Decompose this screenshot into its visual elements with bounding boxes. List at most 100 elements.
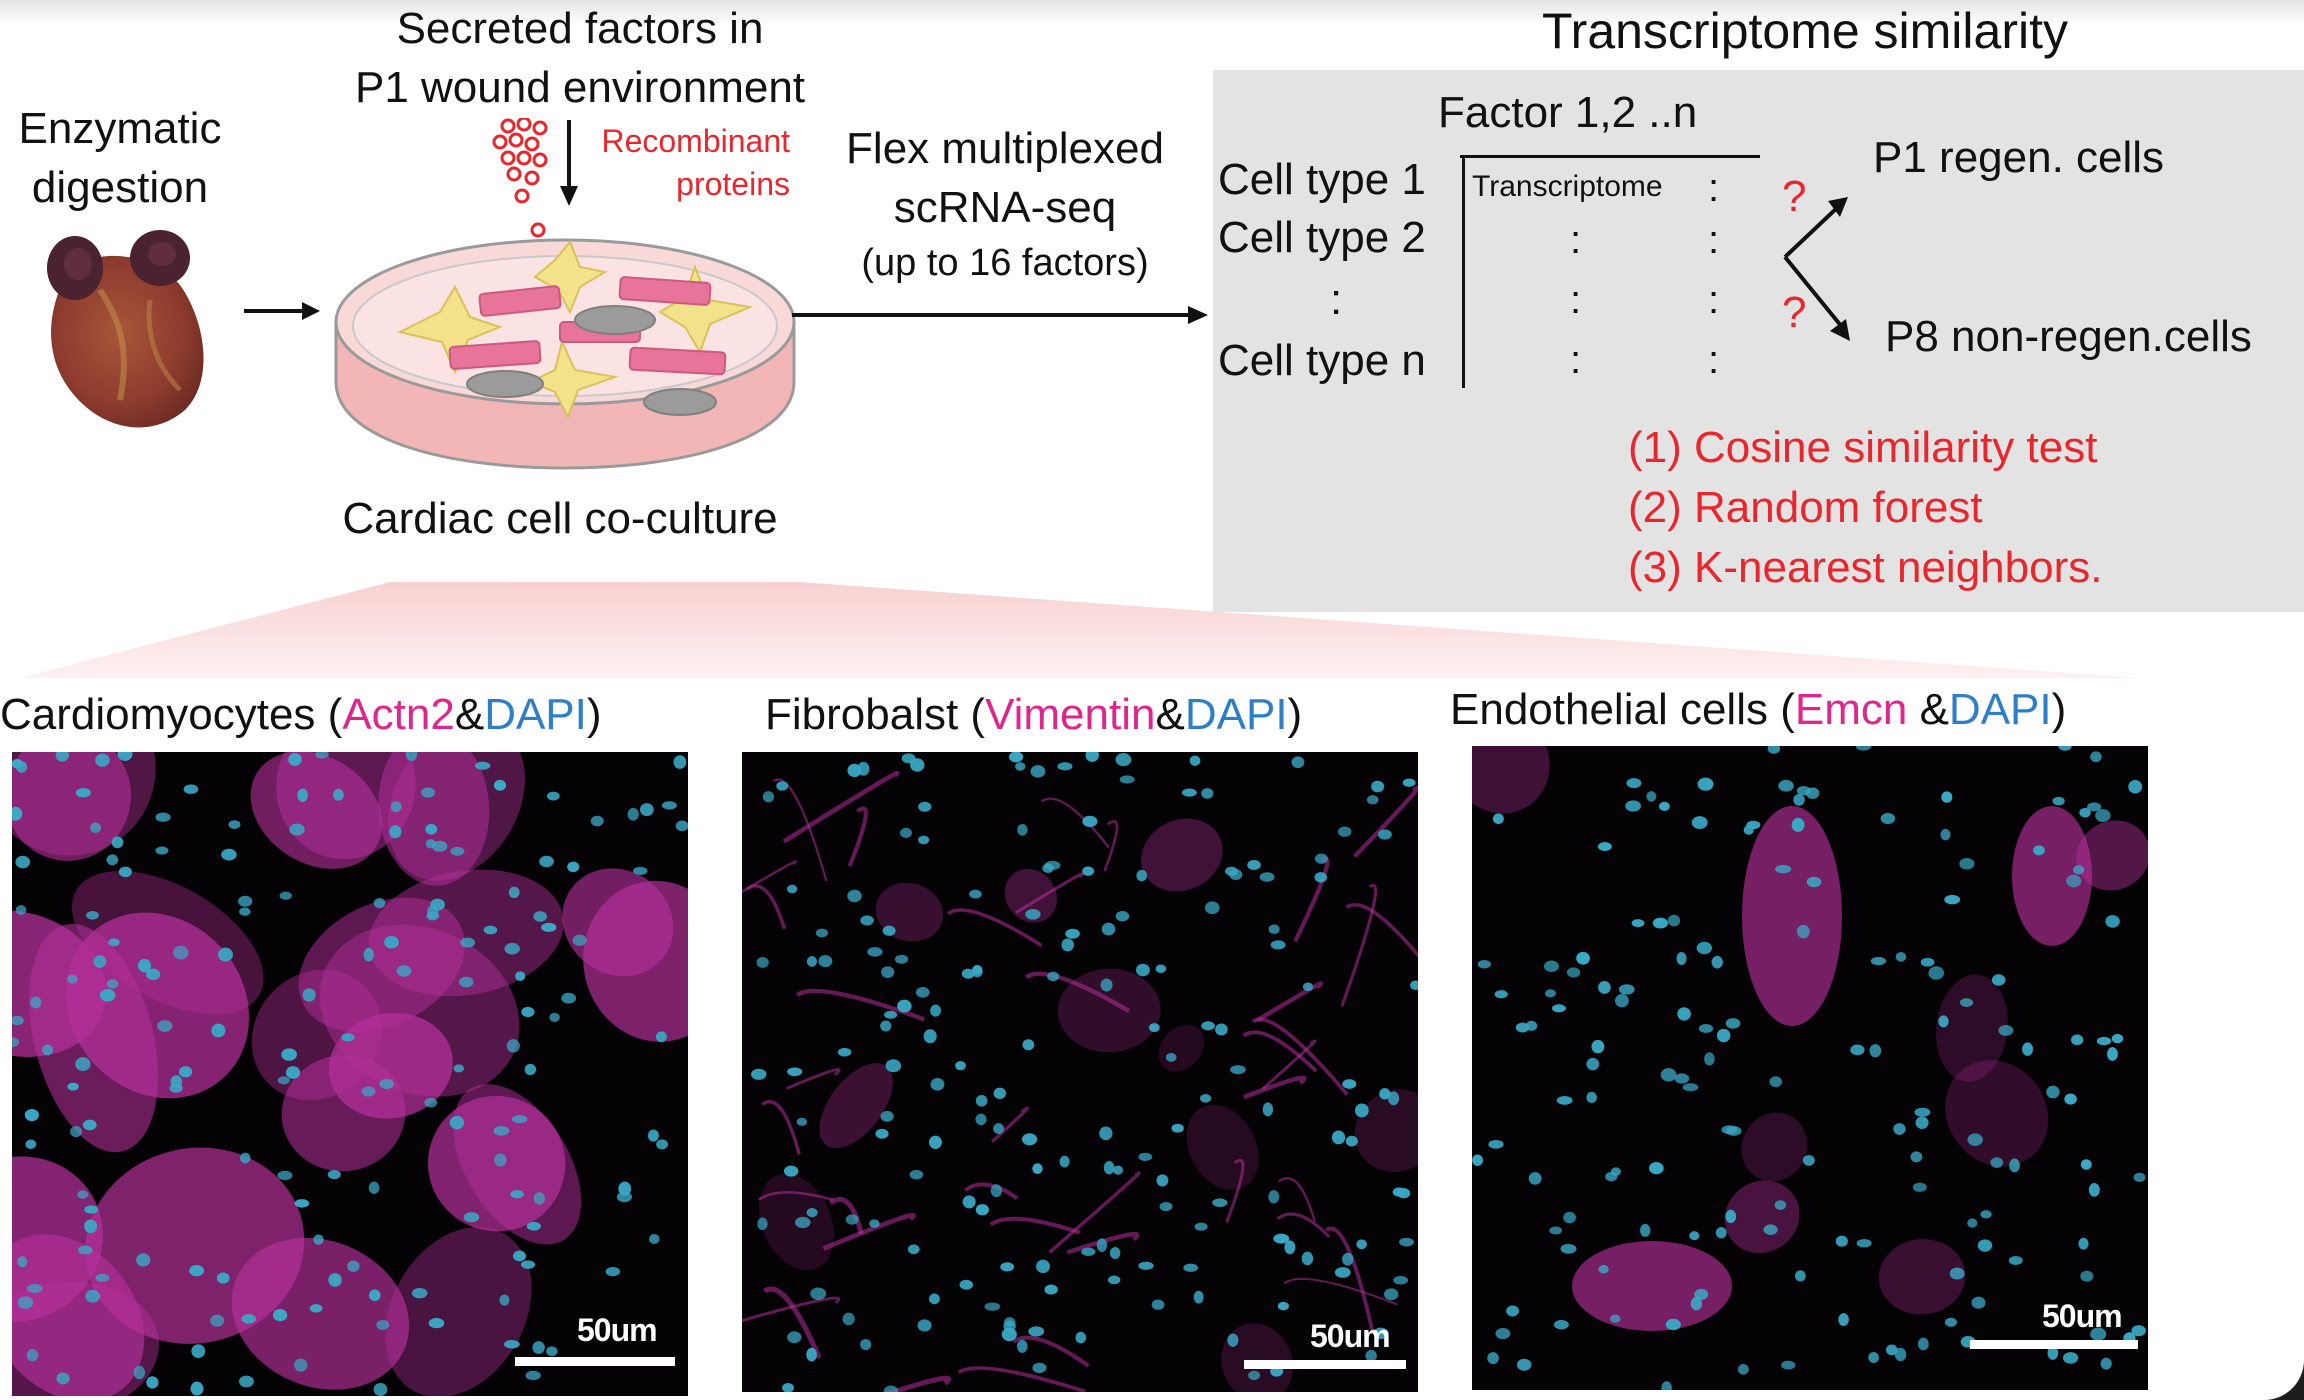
nucleus xyxy=(1155,964,1167,973)
fiber xyxy=(963,1182,1019,1200)
nucleus xyxy=(190,1381,204,1396)
nucleus xyxy=(1284,1240,1296,1255)
nucleus xyxy=(1371,780,1385,793)
row-cell-type-2: Cell type 2 xyxy=(1218,213,1426,262)
nucleus xyxy=(511,1115,528,1124)
fiber xyxy=(763,1286,822,1359)
nucleus xyxy=(2078,1237,2089,1250)
nucleus xyxy=(1591,1039,1605,1054)
nucleus xyxy=(795,1216,811,1229)
nucleus xyxy=(178,1066,193,1078)
matrix-dots: : xyxy=(1708,278,1720,322)
nucleus xyxy=(1980,1210,1992,1219)
nucleus xyxy=(1193,1290,1204,1304)
nucleus xyxy=(1725,1209,1737,1224)
stained-cell xyxy=(562,868,674,977)
nucleus xyxy=(1711,955,1723,969)
nucleus xyxy=(928,1135,942,1150)
nucleus xyxy=(379,1078,394,1090)
nucleus xyxy=(1674,1073,1690,1084)
stained-cell xyxy=(1472,746,1550,814)
dapi-label: DAPI xyxy=(1184,690,1288,739)
nucleus xyxy=(1075,1331,1087,1344)
nucleus xyxy=(1676,951,1687,965)
nucleus xyxy=(955,1060,966,1071)
nucleus xyxy=(883,1385,899,1392)
nucleus xyxy=(1059,1155,1070,1168)
marker-label: Vimentin xyxy=(985,690,1156,739)
nucleus xyxy=(1082,815,1098,828)
nucleus xyxy=(1096,1238,1108,1253)
nucleus xyxy=(277,1076,290,1085)
nucleus xyxy=(288,752,302,766)
nucleus xyxy=(993,1087,1007,1099)
amp-label: & xyxy=(1155,690,1185,739)
nucleus xyxy=(1971,1296,1986,1309)
nucleus xyxy=(95,1273,110,1282)
nucleus xyxy=(959,1279,974,1290)
nucleus xyxy=(475,761,491,770)
nucleus xyxy=(815,928,829,938)
nucleus xyxy=(787,1067,803,1077)
nucleus xyxy=(1201,788,1214,799)
nucleus xyxy=(885,1059,902,1073)
nucleus xyxy=(900,827,912,839)
nucleus xyxy=(341,1033,355,1042)
nucleus xyxy=(1886,1344,1898,1356)
nucleus xyxy=(984,1302,1001,1311)
nucleus xyxy=(510,1190,524,1199)
scale-bar xyxy=(1244,1360,1406,1369)
nucleus xyxy=(93,955,107,968)
nucleus xyxy=(561,992,577,1004)
sequencing-line1: Flex multiplexed xyxy=(846,124,1164,173)
nucleus xyxy=(656,1139,669,1150)
nucleus xyxy=(15,905,27,915)
nucleus xyxy=(1119,775,1135,784)
nucleus xyxy=(1230,1065,1246,1075)
nucleus xyxy=(1017,1339,1028,1353)
fiber xyxy=(742,860,798,893)
nucleus xyxy=(1893,1123,1906,1135)
nucleus xyxy=(1494,990,1508,999)
nucleus xyxy=(1081,1247,1096,1256)
recombinant-protein-circles xyxy=(492,118,548,238)
nucleus xyxy=(929,1293,940,1305)
nucleus xyxy=(241,1314,256,1324)
transcriptome-cell: Transcriptome xyxy=(1472,170,1663,203)
nucleus xyxy=(1082,866,1095,876)
panel-title-name: Cardiomyocytes ( xyxy=(0,690,343,739)
nucleus xyxy=(2133,1172,2146,1182)
nucleus xyxy=(1115,753,1132,767)
fiber xyxy=(1048,1171,1141,1254)
fiber xyxy=(1040,797,1110,849)
nucleus xyxy=(1560,1243,1577,1254)
nucleus xyxy=(975,1204,989,1216)
nucleus xyxy=(2096,1036,2112,1046)
digestion-label-line2: digestion xyxy=(31,162,209,212)
nucleus xyxy=(376,1319,390,1331)
nucleus xyxy=(1694,1288,1709,1300)
nucleus xyxy=(289,823,305,836)
factor-header-line xyxy=(1460,155,1760,158)
nucleus xyxy=(1032,1362,1047,1374)
nucleus xyxy=(1940,828,1951,841)
nucleus xyxy=(1277,1301,1289,1311)
nucleus xyxy=(897,999,912,1013)
nucleus xyxy=(1331,1130,1346,1145)
nucleus xyxy=(70,1126,83,1138)
nucleus xyxy=(1107,1275,1121,1285)
stained-cell xyxy=(1141,818,1223,892)
stained-cell xyxy=(71,870,264,1015)
nucleus xyxy=(884,1010,898,1019)
nucleus xyxy=(923,1029,937,1044)
nucleus xyxy=(133,1365,146,1380)
nucleus xyxy=(460,937,476,948)
amp-label: & xyxy=(1907,685,1949,734)
nucleus xyxy=(2058,746,2072,751)
nucleus xyxy=(90,822,102,833)
fiber xyxy=(772,778,828,882)
nucleus xyxy=(525,1370,541,1381)
nucleus xyxy=(1291,756,1305,769)
nucleus xyxy=(1487,1352,1499,1365)
nucleus xyxy=(1725,1018,1741,1029)
